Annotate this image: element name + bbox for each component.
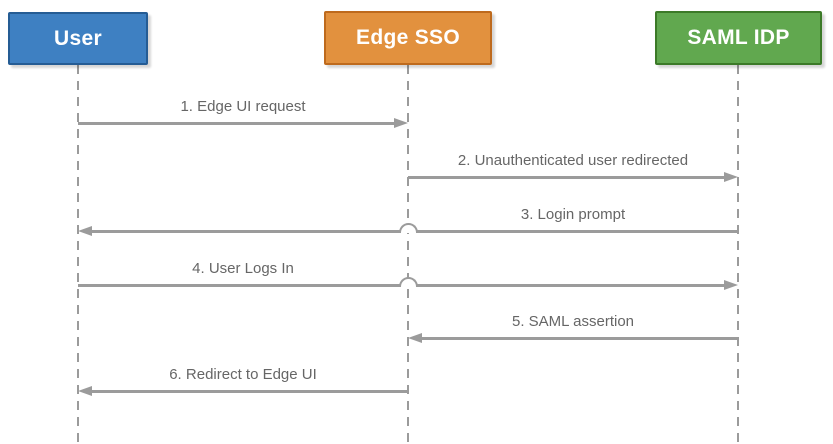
line-hop: [398, 277, 418, 287]
actor-label: User: [54, 26, 102, 50]
actor-box-edge-sso: Edge SSO: [324, 11, 492, 65]
message-label: 3. Login prompt: [520, 206, 626, 223]
actor-label: Edge SSO: [356, 26, 460, 49]
message-line: [420, 337, 738, 340]
message-label: 5. SAML assertion: [512, 313, 634, 330]
arrowhead-icon: [394, 117, 408, 128]
arrowhead-icon: [408, 332, 422, 343]
message-label: 6. Redirect to Edge UI: [169, 366, 317, 383]
arrowhead-icon: [78, 225, 92, 236]
arrowhead-icon: [724, 279, 738, 290]
lifeline-edge-sso: [406, 65, 410, 444]
message-line: [90, 390, 408, 393]
message-line: [408, 176, 726, 179]
arrowhead-icon: [724, 171, 738, 182]
message-line: [78, 122, 396, 125]
arrowhead-icon: [78, 385, 92, 396]
actor-label: SAML IDP: [687, 26, 790, 49]
message-label: 2. Unauthenticated user redirected: [457, 152, 689, 169]
lifeline-saml-idp: [736, 65, 740, 444]
actor-box-saml-idp: SAML IDP: [655, 11, 822, 65]
message-label: 1. Edge UI request: [180, 98, 306, 115]
message-label: 4. User Logs In: [192, 260, 294, 277]
lifeline-user: [76, 65, 80, 444]
line-hop: [398, 223, 418, 233]
actor-box-user: User: [8, 12, 148, 65]
